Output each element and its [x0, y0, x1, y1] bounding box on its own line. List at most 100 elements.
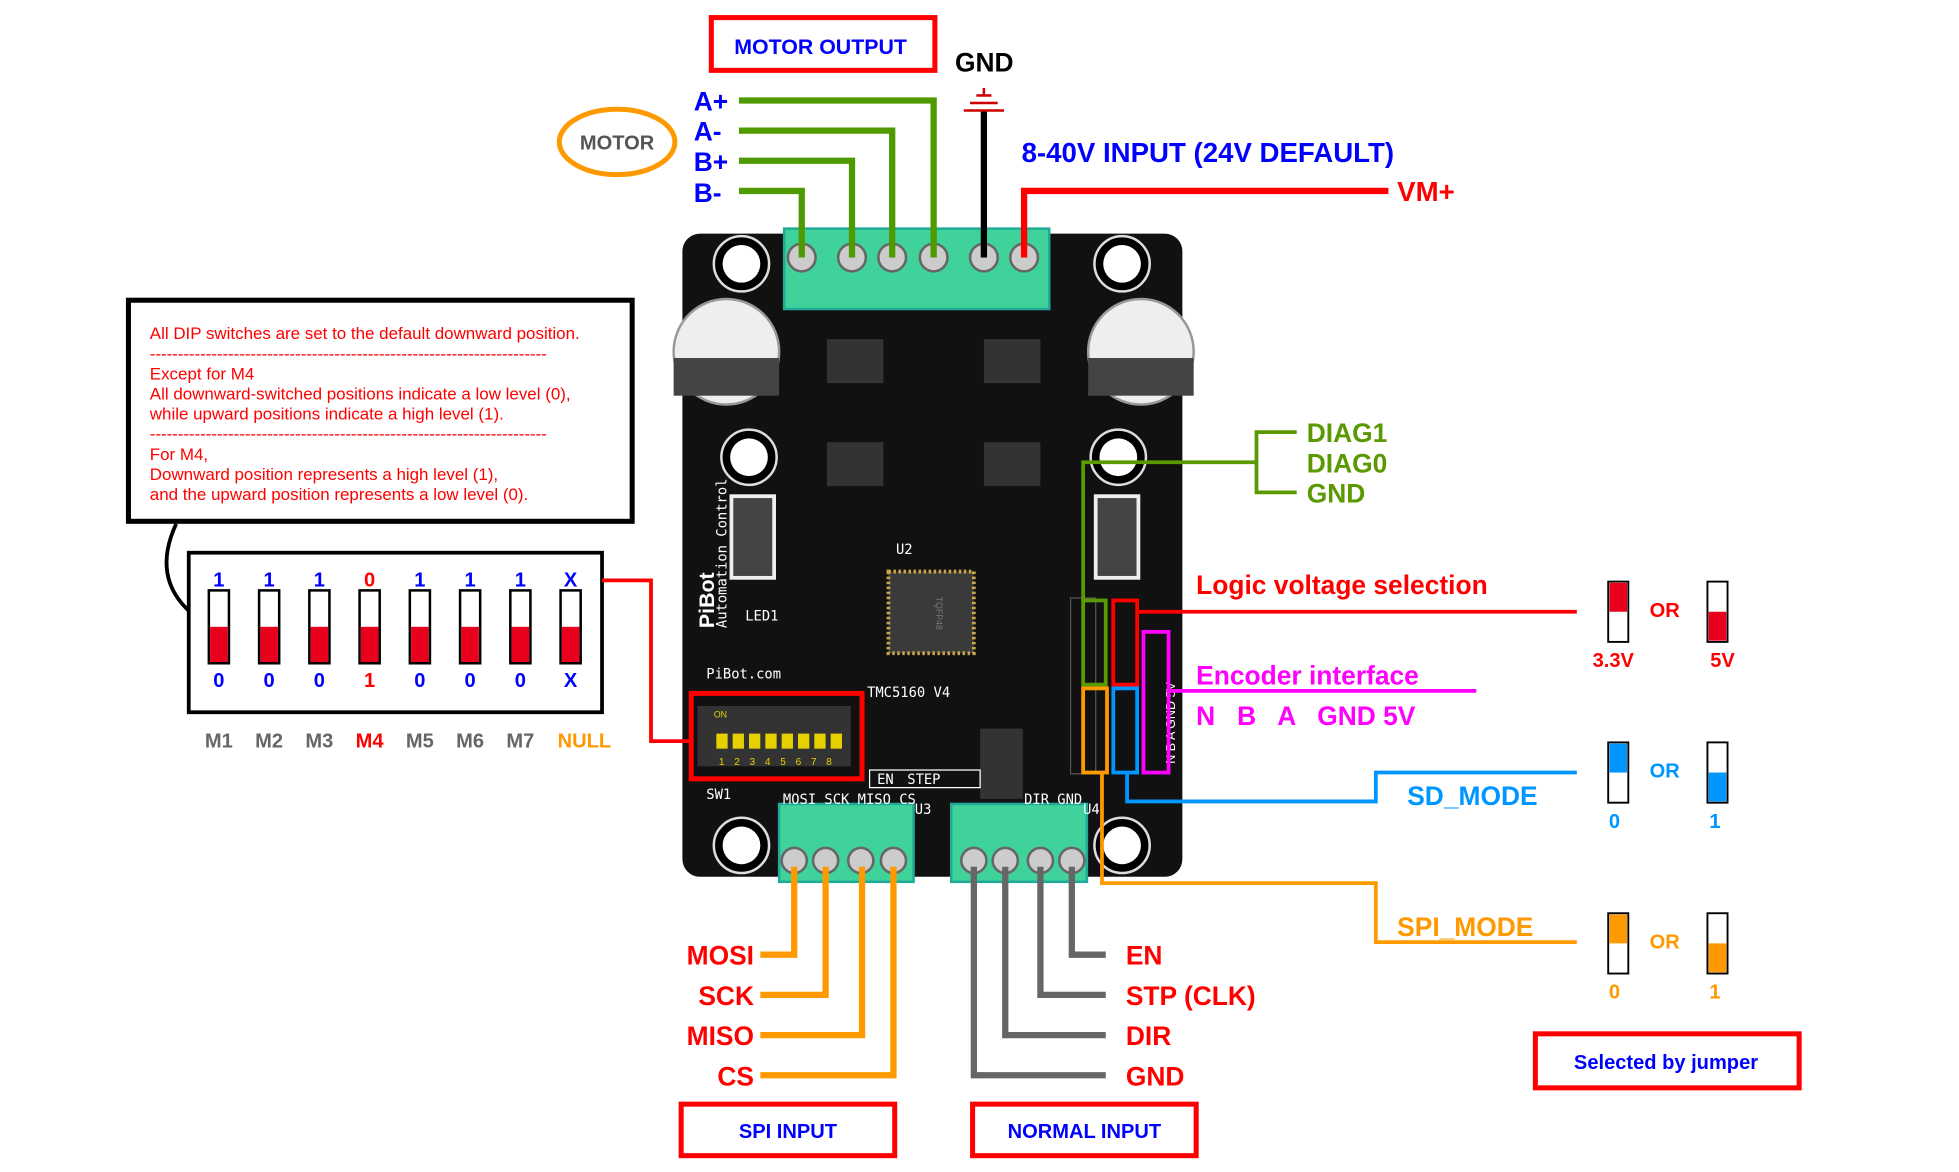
dip-switch-slider	[765, 733, 777, 749]
note-line: Downward position represents a high leve…	[150, 465, 498, 484]
motor-pin-label: A-	[694, 117, 722, 147]
normal-wire	[970, 866, 1106, 1079]
spi-or: OR	[1650, 931, 1681, 953]
normal-input-label: NORMAL INPUT	[1008, 1121, 1162, 1143]
motor-ellipse	[556, 106, 678, 178]
sd-mode-title: SD_MODE	[1407, 781, 1537, 811]
diag-wire	[1081, 430, 1297, 601]
silk-normal: DIR GND	[1024, 792, 1082, 808]
wire-a-plus	[738, 97, 937, 258]
dip-up-value: 1	[515, 570, 526, 592]
spi-input-label: SPI INPUT	[739, 1121, 838, 1143]
dip-down-value: X	[564, 670, 578, 692]
dip-switch-lever	[511, 626, 530, 662]
spi-input-box	[678, 1101, 898, 1159]
jumper-spi-0-fill	[1609, 914, 1628, 944]
dip-switch-slider	[814, 733, 826, 749]
silk-led: LED1	[745, 609, 778, 625]
dip-switch-slider	[732, 733, 744, 749]
dip-switch-lever	[360, 626, 379, 662]
note-line: and the upward position represents a low…	[150, 485, 528, 504]
mounting-hole-inner	[1103, 826, 1141, 865]
silk-u3: U3	[915, 802, 932, 818]
dip-mode-label: M1	[205, 730, 233, 752]
dip-up-value: 0	[364, 570, 375, 592]
ground-symbol-icon	[963, 87, 1004, 112]
silk-u4: U4	[1083, 802, 1100, 818]
dip-switch-lever	[411, 626, 429, 662]
jumper-logic-5v-fill	[1708, 611, 1727, 641]
jumper-sd-1-fill	[1708, 772, 1727, 802]
dip-down-value: 1	[364, 670, 375, 692]
sw1-highlight	[688, 690, 865, 782]
dip-down-value: 0	[515, 670, 526, 692]
note-line: ----------------------------------------…	[150, 425, 547, 444]
logic-voltage-title: Logic voltage selection	[1196, 570, 1488, 600]
normal-pin-label: GND	[1126, 1061, 1185, 1091]
encoder-title: Encoder interface	[1196, 661, 1419, 691]
note-line: Except for M4	[150, 364, 255, 383]
dip-mode-label: NULL	[558, 730, 612, 752]
jumper-sd-0-fill	[1609, 743, 1628, 773]
dip-panel	[186, 550, 604, 715]
mounting-hole-inner	[1099, 438, 1138, 477]
motor-pin-label: B-	[694, 178, 722, 208]
spi-0-label: 0	[1609, 982, 1620, 1004]
silk-spi: MOSI SCK MISO CS	[783, 792, 916, 808]
logic-jumper-box	[1111, 598, 1140, 687]
silk-dip-on: ON	[714, 709, 727, 719]
vm-label: VM+	[1397, 176, 1455, 207]
dip-switch-slider	[830, 733, 842, 749]
note-callout-line	[164, 523, 193, 615]
dip-switch-slider	[797, 733, 810, 749]
dip-up-value: X	[564, 570, 578, 592]
selected-by-jumper-box	[1532, 1031, 1802, 1091]
logic-or: OR	[1650, 600, 1681, 622]
selected-by-jumper-label: Selected by jumper	[1574, 1052, 1758, 1074]
dip-switch-slider	[716, 733, 728, 749]
spi-wire	[760, 866, 829, 999]
note-box	[125, 297, 635, 524]
dip-down-value: 0	[414, 670, 425, 692]
silk-brand-sub: Automation Control	[714, 479, 730, 629]
pcb-board: PiBot Automation Control PiBot.com TMC51…	[672, 227, 1195, 884]
diag-label: DIAG0	[1307, 448, 1388, 478]
spi-jumper-box	[1081, 686, 1109, 775]
encoder-box	[1141, 629, 1171, 775]
normal-input-box	[970, 1101, 1199, 1159]
silk-url: PiBot.com	[706, 666, 781, 682]
dip-down-value: 0	[314, 670, 325, 692]
sd-wire	[1125, 770, 1577, 804]
motor-pin-label: A+	[694, 87, 728, 117]
silk-step: STEP	[907, 772, 940, 788]
spi-mode-wire	[1100, 772, 1577, 945]
normal-pin-label: STP (CLK)	[1126, 981, 1256, 1011]
dip-up-value: 1	[314, 570, 325, 592]
note-line: All downward-switched positions indicate…	[150, 384, 571, 403]
dip-switch-lever	[260, 626, 278, 662]
sd-1-label: 1	[1709, 811, 1720, 833]
dip-mode-label: M6	[456, 730, 484, 752]
motor-output-label: MOTOR OUTPUT	[734, 35, 907, 59]
dip-switch-lever	[461, 626, 479, 662]
spi-mode-title: SPI_MODE	[1397, 912, 1533, 942]
spi-wire	[760, 866, 798, 958]
spi-1-label: 1	[1709, 982, 1720, 1004]
mounting-hole-inner	[722, 826, 761, 865]
encoder-pins: N B A GND 5V	[1196, 701, 1416, 731]
mounting-hole-inner	[730, 438, 768, 477]
note-line: For M4,	[150, 445, 208, 464]
silk-model: TMC5160 V4	[867, 685, 950, 701]
silk-chip: TQFP48	[934, 597, 944, 630]
motor-pin-label: B+	[694, 147, 728, 177]
normal-pin-label: EN	[1126, 941, 1163, 971]
dip-up-value: 1	[264, 570, 275, 592]
diag-label: DIAG1	[1307, 418, 1388, 448]
sd-0-label: 0	[1609, 811, 1620, 833]
dip-mode-label: M2	[255, 730, 283, 752]
silk-sw: SW1	[706, 787, 731, 803]
jumper-logic-3v3-fill	[1609, 582, 1628, 612]
dip-mode-label: M7	[506, 730, 534, 752]
normal-wire	[1068, 866, 1106, 958]
